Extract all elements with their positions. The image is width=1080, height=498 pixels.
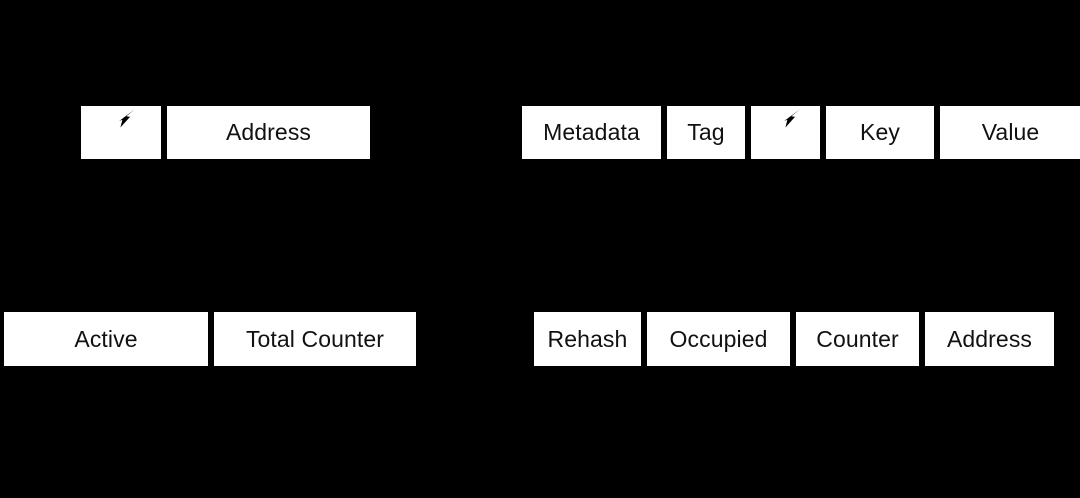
field-total-counter-label: Total Counter xyxy=(245,325,385,352)
field-value-cell: Value xyxy=(938,104,1080,161)
field-occupied-label: Occupied xyxy=(669,325,768,352)
field-address-label: Address xyxy=(225,119,312,145)
field-rehash-label: Rehash xyxy=(547,325,628,352)
field-metadata-label: Metadata xyxy=(543,119,640,145)
struct-entry-record: Metadata Tag Key Value xyxy=(520,104,1080,161)
field-address-cell: Address xyxy=(923,310,1056,368)
field-tag-label: Tag xyxy=(687,119,725,145)
field-pointer-cell xyxy=(749,104,822,161)
field-address-cell: Address xyxy=(165,104,372,161)
field-address-label: Address xyxy=(946,325,1033,352)
struct-pointer-address-record: Address xyxy=(79,104,372,161)
field-rehash-cell: Rehash xyxy=(532,310,643,368)
field-tag-cell: Tag xyxy=(665,104,747,161)
field-active-cell: Active xyxy=(2,310,210,368)
field-value-label: Value xyxy=(981,119,1040,145)
field-total-counter-cell: Total Counter xyxy=(212,310,418,368)
struct-counters-record: Active Total Counter xyxy=(2,310,418,368)
field-metadata-cell: Metadata xyxy=(520,104,663,161)
field-key-label: Key xyxy=(860,119,900,145)
field-counter-label: Counter xyxy=(816,325,899,352)
field-occupied-cell: Occupied xyxy=(645,310,792,368)
field-pointer-cell xyxy=(79,104,163,161)
struct-bucket-record: Rehash Occupied Counter Address xyxy=(532,310,1056,368)
field-counter-cell: Counter xyxy=(794,310,921,368)
cursor-arrow-icon xyxy=(779,108,801,134)
field-key-cell: Key xyxy=(824,104,936,161)
cursor-arrow-icon xyxy=(114,108,136,134)
field-active-label: Active xyxy=(74,325,138,352)
